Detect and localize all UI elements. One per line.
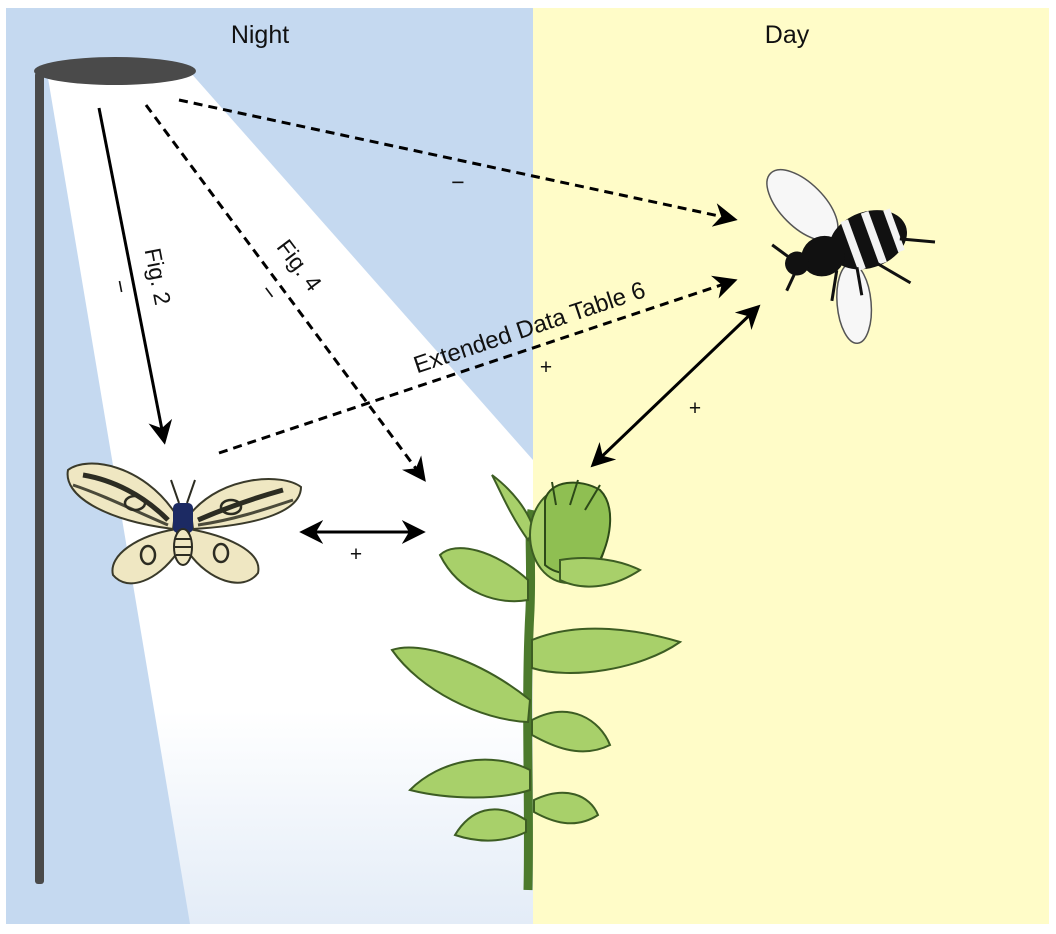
sign-lamp-to-moth: −: [107, 277, 135, 295]
lamp-head: [34, 57, 196, 85]
night-label: Night: [231, 21, 289, 49]
sign-moth-to-bee: +: [540, 356, 552, 379]
day-label: Day: [765, 21, 810, 49]
arrow-lamp-to-plant: [144, 104, 426, 482]
sign-plant-bee: +: [689, 397, 701, 420]
arrow-lamp-to-bee: [178, 98, 738, 227]
sign-lamp-to-bee: −: [451, 169, 464, 195]
moth-icon: [66, 462, 303, 585]
street-lamp-icon: [34, 57, 196, 884]
lamp-pole: [35, 72, 44, 884]
arrow-plant-bee: [590, 304, 761, 468]
thistle-plant-icon: [390, 474, 683, 891]
bumblebee-icon: [766, 168, 936, 345]
sign-moth-plant: +: [350, 543, 362, 566]
day-panel: [533, 8, 1049, 924]
arrow-lamp-to-moth: [97, 107, 173, 445]
